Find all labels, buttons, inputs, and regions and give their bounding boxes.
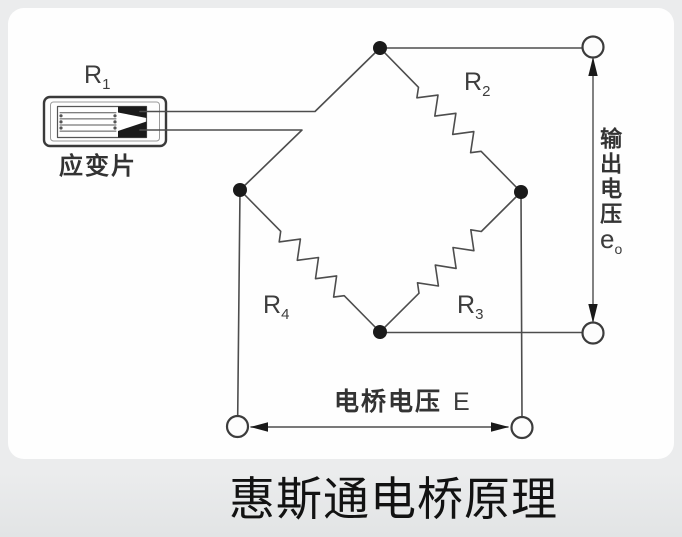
wire-right-node-to-supply-terminal xyxy=(520,191,523,419)
output-voltage-label: 输出电压 xyxy=(597,127,623,227)
r2-subscript: 2 xyxy=(482,83,491,100)
r1-label: R1 xyxy=(84,62,110,93)
r2-label: R2 xyxy=(464,69,490,100)
r4-label: R4 xyxy=(263,292,289,323)
node-right xyxy=(514,185,528,199)
node-left xyxy=(233,183,247,197)
resistor-r2 xyxy=(379,47,522,193)
eo-subscript: o xyxy=(614,241,623,258)
r2-symbol: R xyxy=(464,68,483,96)
terminal-output-bottom xyxy=(581,321,605,345)
output-voltage-symbol: eo xyxy=(600,224,623,258)
terminal-output-top xyxy=(581,35,605,59)
wire-left-node-to-supply-terminal xyxy=(236,189,241,418)
r1-subscript: 1 xyxy=(102,76,111,93)
r4-subscript: 4 xyxy=(281,306,290,323)
strain-gauge xyxy=(42,95,168,148)
arrow-right-icon xyxy=(491,422,509,432)
resistor-r3 xyxy=(379,191,522,333)
wire-gauge-to-left-node xyxy=(139,129,303,191)
diagram-card xyxy=(8,8,674,459)
bridge-voltage-symbol: E xyxy=(453,388,470,416)
strain-gauge-inner-frame xyxy=(50,101,160,142)
r1-symbol: R xyxy=(84,61,103,89)
bridge-voltage-text: 电桥电压 xyxy=(334,388,443,416)
node-top xyxy=(373,41,387,55)
strain-gauge-label: 应变片 xyxy=(59,153,137,180)
node-bottom xyxy=(373,325,387,339)
r4-symbol: R xyxy=(263,291,282,319)
figure-title: 惠斯通电桥原理 xyxy=(229,474,558,525)
r3-subscript: 3 xyxy=(475,306,484,323)
strain-gauge-pad-top xyxy=(118,106,147,118)
eo-symbol: e xyxy=(600,224,615,254)
arrow-down-icon xyxy=(588,304,598,323)
r3-label: R3 xyxy=(457,292,483,323)
arrow-up-icon xyxy=(588,57,598,76)
strain-gauge-pad-bottom xyxy=(118,121,147,138)
arrow-left-icon xyxy=(250,422,268,432)
wire-gauge-to-top-node xyxy=(139,47,381,113)
strain-gauge-grid-dots xyxy=(59,114,117,130)
resistor-r4 xyxy=(239,189,381,333)
bridge-voltage-label: 电桥电压 E xyxy=(334,389,470,415)
terminal-supply-left xyxy=(225,414,250,439)
strain-gauge-grid-lines xyxy=(59,112,117,132)
r3-symbol: R xyxy=(457,291,476,319)
terminal-supply-right xyxy=(510,415,534,440)
